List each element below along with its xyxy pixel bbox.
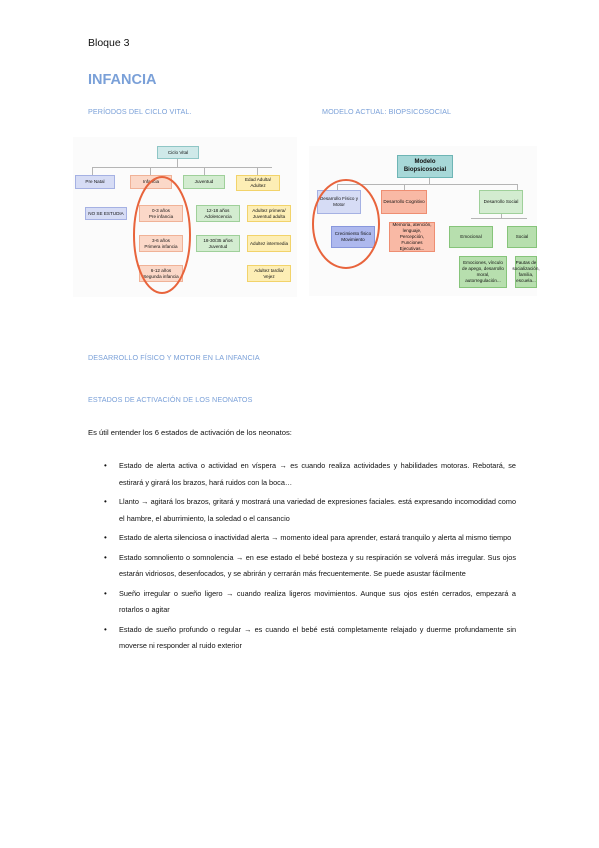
node-segunda-infancia: 6-12 años Segunda infancia <box>139 265 183 282</box>
bullet-icon: • <box>104 624 107 634</box>
node-emociones-apego: Emociones, vínculo de apego, desarrollo … <box>459 256 507 288</box>
bullet-icon: • <box>104 588 107 598</box>
bullet-icon: • <box>104 461 107 470</box>
list-item: •Estado de alerta silenciosa o inactivid… <box>88 530 516 547</box>
list-item: •Estado de sueño profundo o regular → es… <box>88 622 516 655</box>
list-item: •Estado de alerta activa o actividad en … <box>88 458 516 491</box>
ciclo-vital-diagram: Ciclo Vital Pre Natal NO SE ESTUDIA Infa… <box>73 137 297 297</box>
bullet-icon: • <box>104 552 107 562</box>
annotation-circle-fisico <box>312 179 380 269</box>
bullet-icon: • <box>104 533 107 542</box>
node-adultez-tardia: Adultez tardía/ Vejez <box>247 265 291 282</box>
node-primera-infancia: 3-6 años Primera infancia <box>139 235 183 252</box>
node-juventud: Juventud <box>183 175 225 189</box>
node-adolescencia: 12-18 años Adolescencia <box>196 205 240 222</box>
biopsicosocial-diagram: Modelo Biopsicosocial Desarrollo Físico … <box>309 146 540 296</box>
node-desarrollo-fisico-motor: Desarrollo Físico y Motor <box>317 190 361 214</box>
node-crecimiento-fisico: Crecimiento físico Movimiento <box>331 226 375 248</box>
list-item: •Llanto → agitará los brazos, gritará y … <box>88 494 516 527</box>
node-juventud-18-35: 18-30/35 años Juventud <box>196 235 240 252</box>
intro-paragraph: Es útil entender los 6 estados de activa… <box>88 428 292 437</box>
node-emocional: Emocional <box>449 226 493 248</box>
node-desarrollo-cognitivo: Desarrollo Cognitivo <box>381 190 427 214</box>
node-no-se-estudia: NO SE ESTUDIA <box>85 207 127 220</box>
node-edad-adulta: Edad Adulta/ Adultez <box>236 175 280 191</box>
node-ciclo-vital: Ciclo Vital <box>157 146 199 159</box>
section-heading-biopsicosocial: MODELO ACTUAL: BIOPSICOSOCIAL <box>322 107 452 116</box>
node-adultez-intermedia: Adultez intermedia <box>247 235 291 252</box>
section-heading-desarrollo-fisico: DESARROLLO FÍSICO Y MOTOR EN LA INFANCIA <box>88 353 260 362</box>
page-title: INFANCIA <box>88 72 157 88</box>
estados-list: •Estado de alerta activa o actividad en … <box>88 458 516 658</box>
list-item: •Estado somnoliento o somnolencia → en e… <box>88 550 516 583</box>
section-heading-estados-activacion: ESTADOS DE ACTIVACIÓN DE LOS NEONATOS <box>88 395 253 404</box>
node-adultez-primera: Adultez primera/ Juventud adulta <box>247 205 291 222</box>
bullet-icon: • <box>104 497 107 506</box>
section-heading-ciclo-vital: PERÍODOS DEL CICLO VITAL. <box>88 107 192 116</box>
node-social: Social <box>507 226 537 248</box>
node-pre-natal: Pre Natal <box>75 175 115 189</box>
node-pautas-socializacion: Pautas de socialización, familia, escuel… <box>512 256 540 288</box>
node-memoria-atencion: Memoria, atención, lenguaje, Percepción,… <box>389 222 435 252</box>
annotation-circle-infancia <box>133 176 191 294</box>
node-modelo-biopsicosocial: Modelo Biopsicosocial <box>397 155 453 178</box>
node-pre-infancia: 0-3 años Pre infancia <box>139 205 183 222</box>
list-item: •Sueño irregular o sueño ligero → cuando… <box>88 586 516 619</box>
page-header: Bloque 3 <box>88 37 130 49</box>
node-desarrollo-social: Desarrollo Social <box>479 190 523 214</box>
